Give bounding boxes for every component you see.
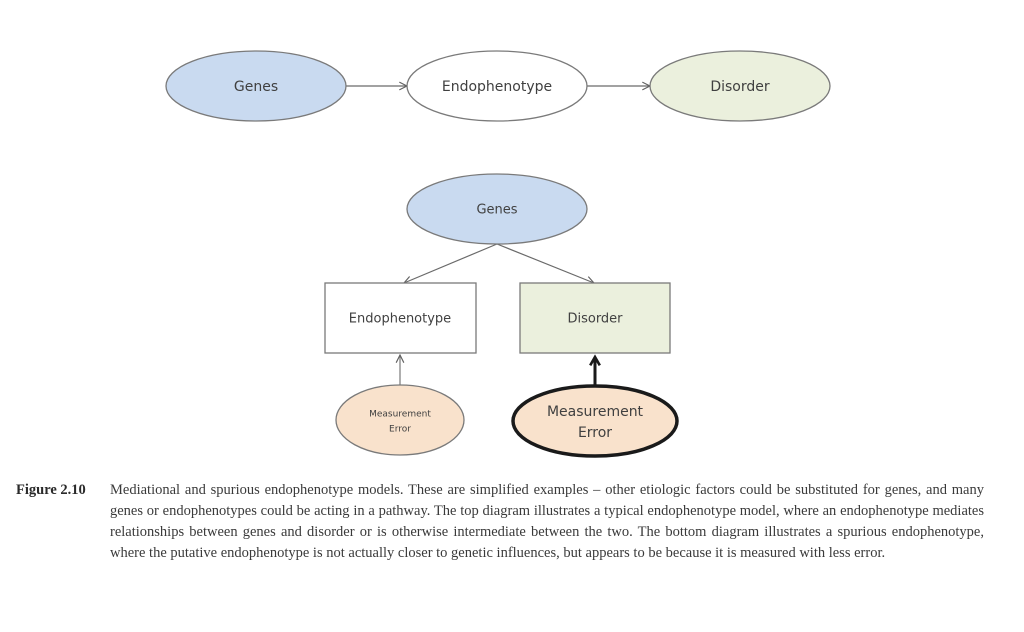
- node-endophenotype-top: Endophenotype: [406, 50, 588, 122]
- node-shape: [335, 384, 465, 456]
- node-label-line2: Error: [578, 425, 612, 441]
- node-label-line1: Measurement: [369, 410, 431, 420]
- top-diagram: Genes Endophenotype Disorder: [165, 50, 831, 122]
- node-label: Disorder: [567, 312, 623, 327]
- node-shape: [519, 282, 671, 354]
- caption-text: Mediational and spurious endophenotype m…: [110, 482, 984, 561]
- node-shape: [165, 50, 347, 122]
- edge-genes-to-disorder: [496, 243, 594, 283]
- node-shape: [406, 173, 588, 245]
- node-shape: [406, 50, 588, 122]
- node-measurement-error-small: Measurement Error: [335, 384, 465, 456]
- node-shape: [324, 282, 477, 354]
- node-label-line1: Measurement: [547, 404, 644, 420]
- figure-caption: Figure 2.10 Mediational and spurious end…: [16, 480, 984, 564]
- node-label: Endophenotype: [442, 79, 552, 95]
- node-shape: [511, 384, 679, 458]
- figure-diagram: Genes Endophenotype Disorder Genes Endop…: [165, 50, 831, 458]
- figure-number: Figure 2.10: [16, 482, 86, 498]
- node-label: Endophenotype: [349, 312, 451, 327]
- node-shape: [649, 50, 831, 122]
- node-label-line2: Error: [389, 425, 411, 435]
- node-label: Disorder: [710, 79, 770, 95]
- node-label: Genes: [476, 203, 517, 218]
- node-disorder-bottom: Disorder: [519, 282, 671, 354]
- bottom-diagram: Genes Endophenotype Disorder Measurement…: [324, 173, 679, 458]
- node-label: Genes: [234, 79, 278, 95]
- edge-genes-to-endophenotype: [404, 243, 498, 283]
- node-genes-top: Genes: [165, 50, 347, 122]
- node-measurement-error-large: Measurement Error: [511, 384, 679, 458]
- node-endophenotype-bottom: Endophenotype: [324, 282, 477, 354]
- node-disorder-top: Disorder: [649, 50, 831, 122]
- node-genes-bottom: Genes: [406, 173, 588, 245]
